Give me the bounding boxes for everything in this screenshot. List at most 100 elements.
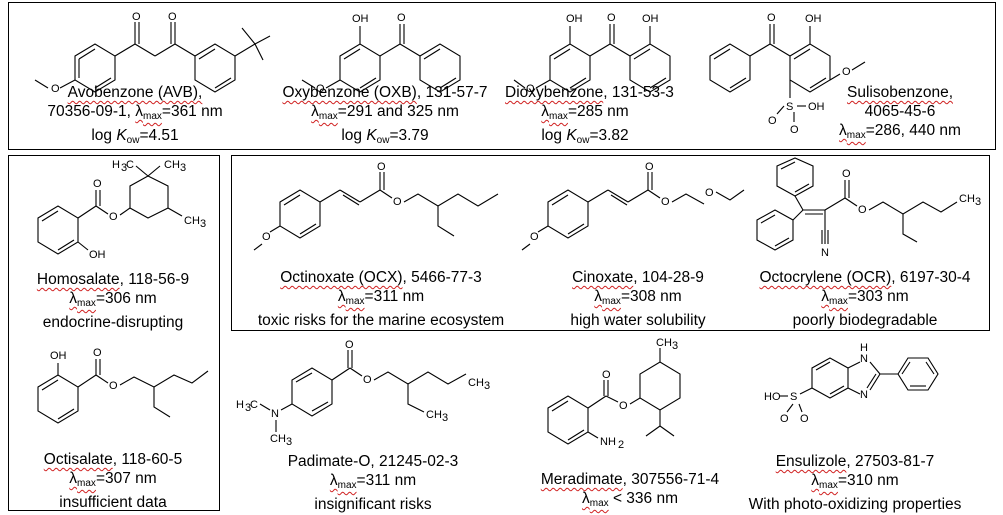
svg-text:3: 3 [442, 412, 448, 424]
ensulizole-structure: HO S O O NH N [764, 342, 939, 425]
svg-text:CH: CH [656, 337, 672, 349]
svg-text:N: N [860, 389, 868, 401]
svg-text:O: O [842, 168, 851, 180]
svg-text:O: O [109, 211, 118, 223]
octocrylene-caption: Octocrylene (OCR), 6197-30-4 λmax=303 nm… [759, 269, 971, 329]
svg-text:CH: CH [164, 159, 180, 171]
svg-text:O: O [51, 83, 60, 95]
octisalate-structure: OH O O [37, 347, 209, 424]
meradimate-name: Meradimate [540, 471, 623, 488]
svg-text:O: O [661, 196, 670, 208]
svg-text:NH: NH [600, 436, 616, 448]
svg-text:O: O [397, 12, 406, 24]
avobenzone-caption: Avobenzone (AVB), 70356-09-1, λmax=361 n… [47, 84, 223, 146]
svg-text:OH: OH [352, 13, 369, 25]
svg-text:OH: OH [50, 350, 67, 362]
svg-text:3: 3 [180, 162, 186, 174]
svg-text:3: 3 [484, 380, 490, 392]
sulisobenzone-name: Sulisobenzone, [847, 84, 953, 101]
svg-text:N: N [271, 408, 279, 420]
octisalate-name: Octisalate [43, 451, 113, 468]
svg-text:O: O [377, 161, 386, 173]
svg-text:O: O [800, 413, 809, 425]
svg-text:O: O [780, 413, 789, 425]
svg-text:C: C [250, 399, 258, 411]
oxybenzone-structure: O OH O [301, 12, 461, 95]
svg-text:C: C [126, 159, 134, 171]
dioxybenzone-name: Dioxybenzone [505, 84, 604, 101]
cinoxate-caption: Cinoxate, 104-28-9 λmax=308 nm high wate… [570, 269, 706, 329]
svg-text:3: 3 [245, 402, 251, 414]
svg-text:O: O [393, 196, 402, 208]
svg-text:O: O [790, 124, 799, 136]
svg-text:3: 3 [975, 196, 981, 208]
svg-text:OH: OH [808, 101, 825, 113]
cinoxate-structure: O O O O [521, 161, 745, 251]
svg-text:O: O [767, 12, 776, 24]
svg-text:O: O [93, 347, 102, 359]
svg-text:H: H [860, 342, 868, 354]
octisalate-caption: Octisalate, 118-60-5 λmax=307 nm insuffi… [43, 451, 183, 511]
svg-text:2: 2 [618, 439, 624, 451]
svg-text:O: O [607, 12, 616, 24]
svg-text:O: O [109, 380, 118, 392]
homosalate-caption: Homosalate, 118-56-9 λmax=306 nm endocri… [36, 271, 190, 331]
svg-text:OH: OH [642, 13, 659, 25]
svg-text:N: N [821, 247, 829, 259]
svg-text:O: O [132, 11, 141, 23]
svg-text:O: O [526, 83, 535, 95]
svg-text:CH: CH [426, 409, 442, 421]
svg-text:H: H [112, 159, 120, 171]
svg-text:3: 3 [672, 340, 678, 352]
svg-text:O: O [705, 187, 714, 199]
svg-text:O: O [842, 66, 851, 78]
svg-text:O: O [168, 11, 177, 23]
svg-text:O: O [645, 161, 654, 173]
svg-text:O: O [363, 374, 372, 386]
avobenzone-structure: O O O [34, 11, 271, 95]
octinoxate-caption: Octinoxate (OCX), 5466-77-3 λmax=311 nm … [257, 269, 505, 329]
svg-text:O: O [316, 83, 325, 95]
svg-text:O: O [858, 204, 867, 216]
oxybenzone-name: Oxybenzone (OXB) [282, 84, 417, 101]
padimate-o-name: Padimate-O, 21245-02-3 [287, 453, 459, 470]
octinoxate-structure: O O O [253, 161, 499, 251]
svg-text:O: O [530, 231, 539, 243]
svg-text:O: O [93, 178, 102, 190]
svg-text:3: 3 [286, 436, 292, 448]
sulisobenzone-caption: Sulisobenzone, 4065-45-6 λmax=286, 440 n… [839, 84, 961, 141]
ensulizole-caption: Ensulizole, 27503-81-7 λmax=310 nm With … [748, 453, 962, 513]
svg-text:O: O [619, 400, 628, 412]
svg-text:CH: CH [270, 433, 286, 445]
sulisobenzone-structure: O OH O S O O OH [709, 12, 866, 136]
padimate-o-caption: Padimate-O, 21245-02-3 λmax=311 nm insig… [287, 453, 459, 513]
ensulizole-name: Ensulizole [775, 453, 847, 470]
octinoxate-name: Octinoxate (OCX) [280, 269, 403, 286]
avobenzone-name: Avobenzone (AVB), [67, 84, 203, 101]
oxybenzone-caption: Oxybenzone (OXB), 131-57-7 λmax=291 and … [282, 84, 488, 146]
svg-text:S: S [786, 101, 793, 113]
dioxybenzone-caption: Dioxybenzone, 131-53-3 λmax=285 nm log K… [505, 84, 674, 146]
svg-text:3: 3 [200, 218, 206, 230]
octocrylene-name: Octocrylene (OCR) [759, 269, 892, 286]
svg-text:CH: CH [959, 193, 975, 205]
svg-text:OH: OH [566, 13, 583, 25]
homosalate-name: Homosalate [36, 271, 120, 288]
svg-text:O: O [602, 369, 611, 381]
dioxybenzone-structure: O OH O OH [513, 12, 671, 95]
top-row-box [8, 2, 996, 150]
svg-text:N: N [860, 353, 868, 365]
salicylates-box [8, 155, 220, 511]
meradimate-caption: Meradimate, 307556-71-4 λmax < 336 nm [540, 471, 720, 509]
svg-text:HO: HO [764, 391, 781, 403]
svg-text:OH: OH [805, 13, 822, 25]
cinoxate-name: Cinoxate [572, 269, 634, 286]
svg-text:OH: OH [89, 249, 106, 261]
svg-text:S: S [790, 391, 797, 403]
cinnamates-box [231, 155, 990, 331]
svg-text:CH: CH [468, 377, 484, 389]
